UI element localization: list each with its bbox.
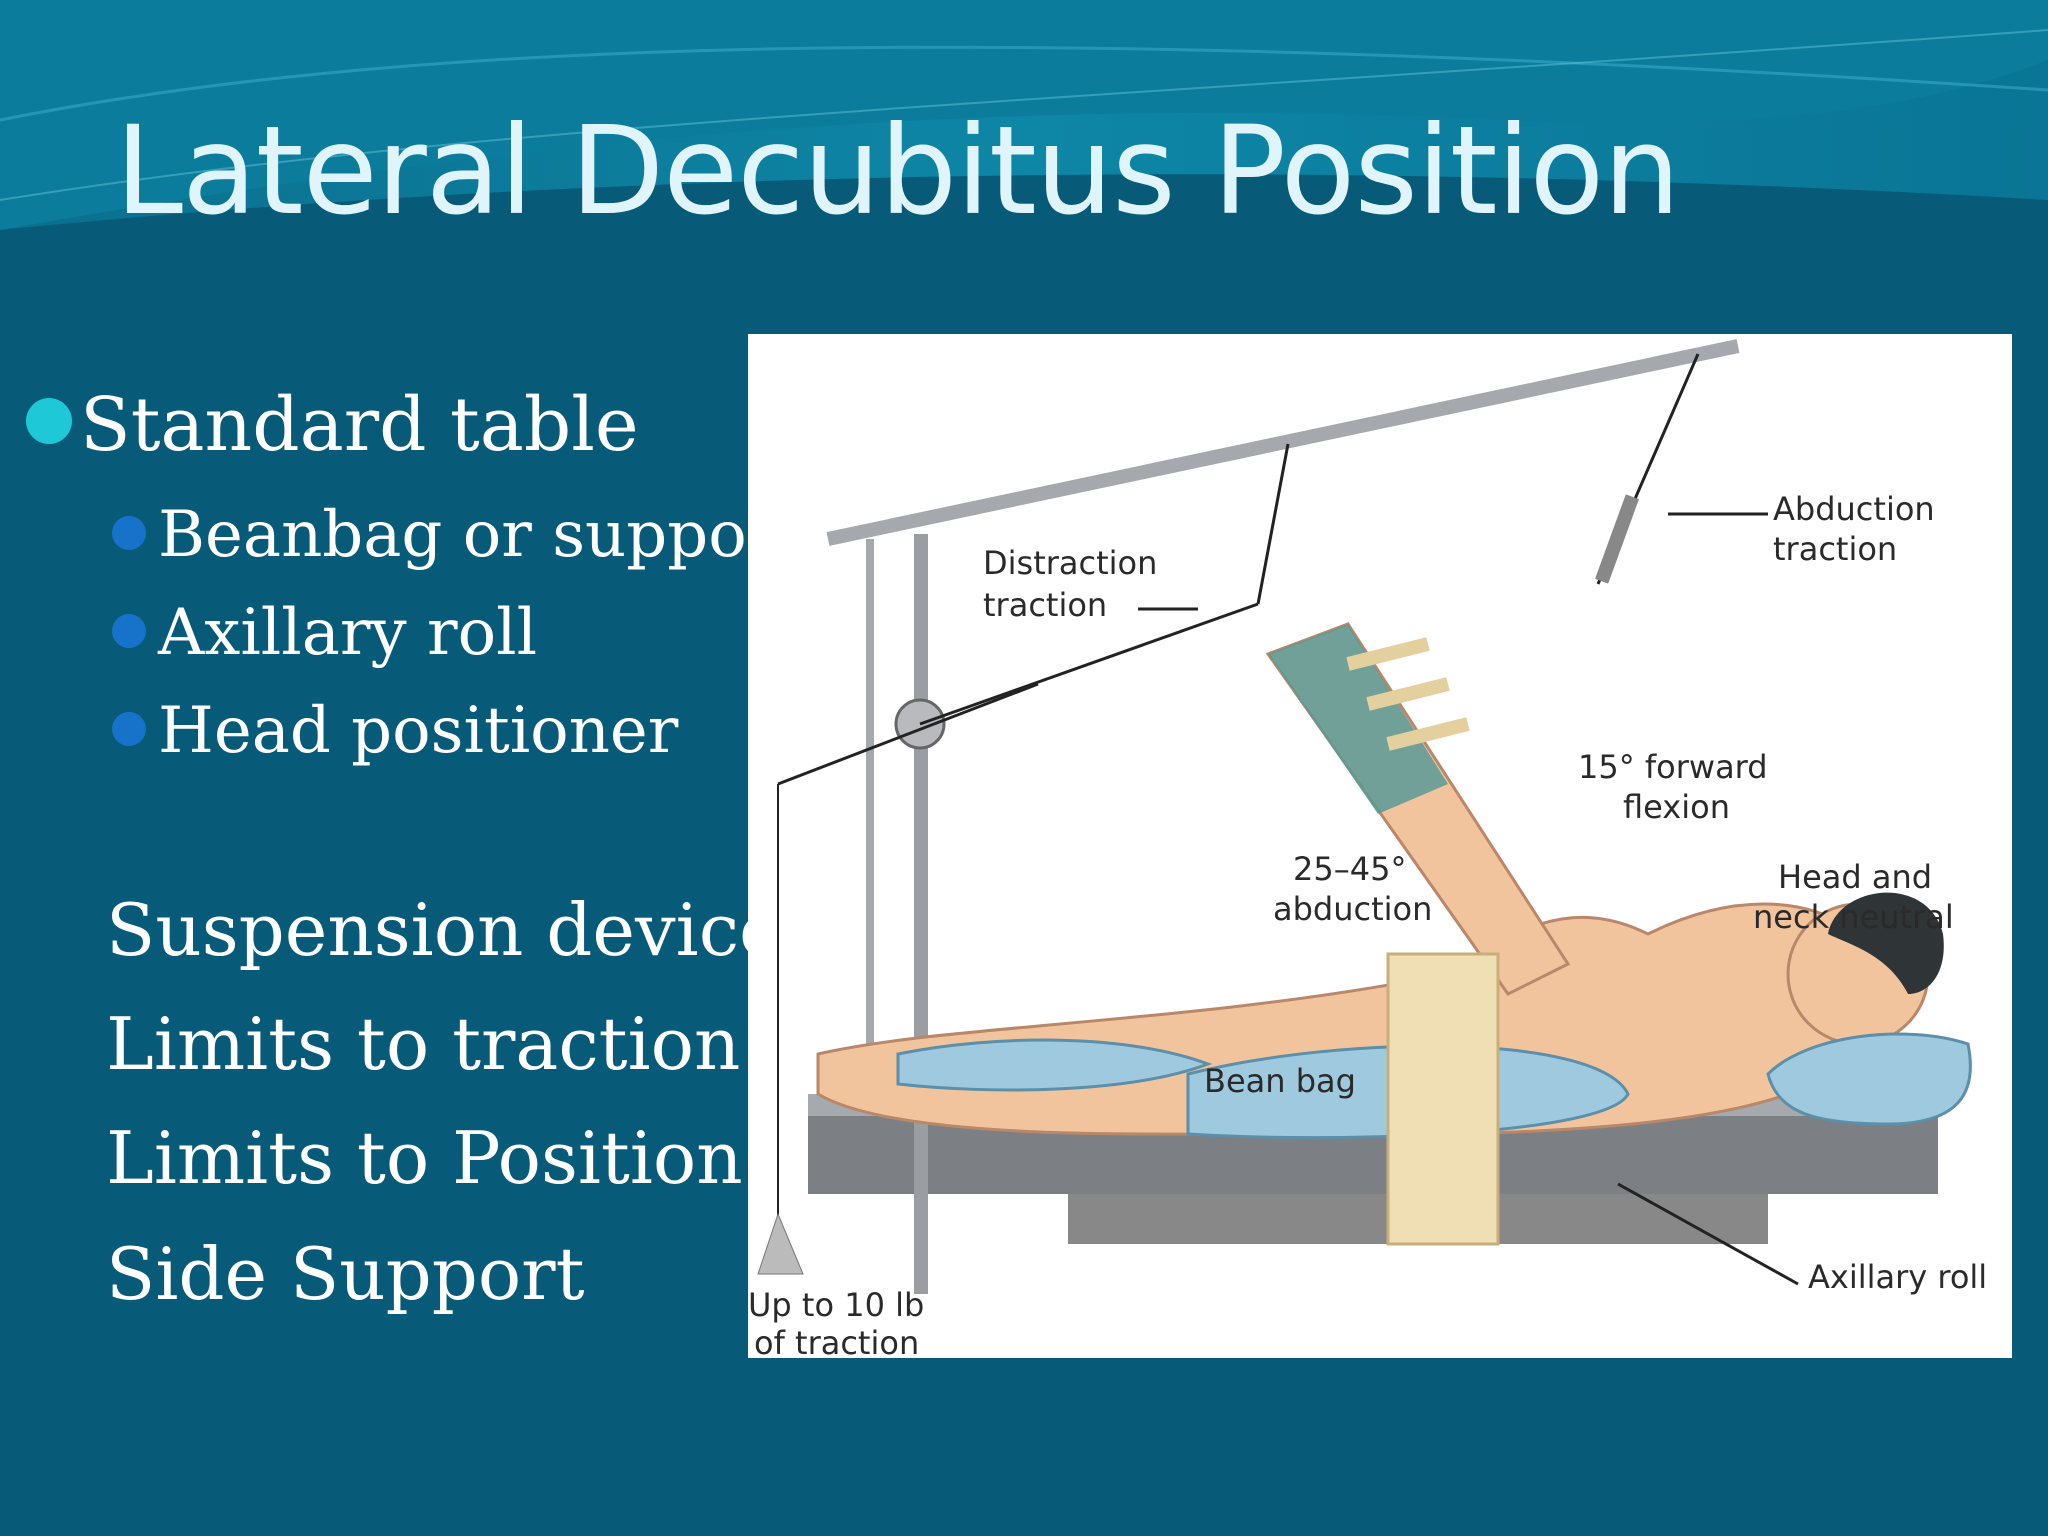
sub-bullet-text: Head positioner	[158, 694, 679, 768]
patient-hair	[1828, 892, 1944, 994]
label-distraction-1: Distraction	[983, 544, 1157, 582]
label-forward-flexion-1: 15° forward	[1578, 748, 1768, 786]
bullet-text: Standard table	[80, 382, 639, 468]
label-head-neck-1: Head and	[1778, 858, 1932, 896]
label-abduction-traction-1: Abduction	[1773, 490, 1935, 528]
sub-bullet-dot-icon	[112, 712, 146, 746]
label-traction-limit-1: Up to 10 lb	[748, 1286, 924, 1324]
note-suspension-device: Suspension device	[106, 888, 782, 972]
slide-title: Lateral Decubitus Position	[115, 100, 1680, 242]
label-axillary-roll: Axillary roll	[1808, 1258, 1987, 1296]
arm-wrap	[1268, 624, 1448, 814]
header-wave-decoration	[0, 0, 2048, 260]
sub-bullet-dot-icon	[112, 516, 146, 550]
bullet-standard-table: Standard table	[26, 382, 639, 468]
suspension-arm	[826, 339, 1740, 546]
head-pillow	[1766, 1032, 1972, 1126]
label-distraction-2: traction	[983, 586, 1107, 624]
label-bean-bag: Bean bag	[1204, 1062, 1356, 1100]
label-head-neck-2: neck neutral	[1753, 898, 1954, 936]
label-abduction-angle-2: abduction	[1273, 890, 1432, 928]
illustration-svg: Distraction traction Abduction traction …	[748, 339, 1987, 1362]
note-limits-position: Limits to Position	[106, 1116, 743, 1200]
body-strap	[1386, 952, 1500, 1246]
label-forward-flexion-2: flexion	[1623, 788, 1730, 826]
note-side-support: Side Support	[106, 1232, 585, 1316]
traction-weight-icon	[757, 1212, 804, 1275]
label-abduction-angle-1: 25–45°	[1293, 850, 1406, 888]
sub-bullet-axillary-roll: Axillary roll	[112, 596, 537, 670]
sub-bullet-head-positioner: Head positioner	[112, 694, 678, 768]
spring-scale-icon	[1595, 494, 1639, 584]
note-limits-traction: Limits to traction	[106, 1002, 741, 1086]
label-abduction-traction-2: traction	[1773, 530, 1897, 568]
positioning-illustration: Distraction traction Abduction traction …	[748, 334, 2012, 1362]
suspension-pole	[914, 534, 928, 1294]
label-traction-limit-2: of traction	[754, 1324, 919, 1358]
sub-bullet-beanbag: Beanbag or support	[112, 498, 803, 572]
bullet-dot-icon	[26, 398, 72, 444]
sub-bullet-text: Beanbag or support	[158, 498, 804, 572]
sub-bullet-dot-icon	[112, 614, 146, 648]
sub-bullet-text: Axillary roll	[158, 596, 538, 670]
